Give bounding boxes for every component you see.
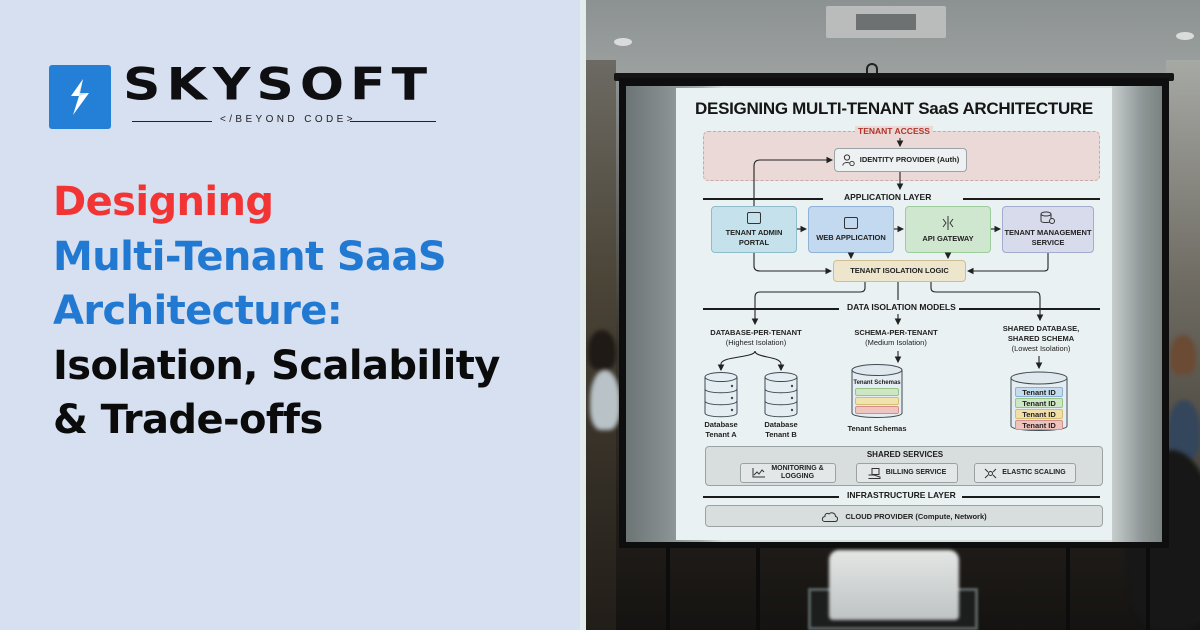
gateway-arrows-icon (942, 215, 954, 230)
tenant-id-row: Tenant ID (1015, 409, 1063, 419)
logo-tagline: </BEYOND CODE> (220, 114, 356, 125)
cloud-icon (822, 511, 839, 522)
db-per-tenant-heading: DATABASE-PER-TENANT (Highest Isolation) (710, 328, 802, 347)
browser-globe-icon (844, 216, 858, 229)
schema-band (855, 406, 899, 414)
application-layer-label: APPLICATION LAYER (844, 192, 932, 202)
database-tenant-b: Database Tenant B (764, 372, 798, 439)
headline-line-4: Isolation, Scalability (53, 342, 500, 389)
data-layer-rule (703, 308, 839, 310)
billing-service-box: BILLING SERVICE (856, 463, 958, 483)
shared-services-box: SHARED SERVICES MONITORING &LOGGING BILL… (705, 446, 1103, 486)
app-layer-rule (703, 198, 823, 200)
skysoft-logo: SKYSOFT </BEYOND CODE> (49, 59, 439, 130)
audience-person (590, 370, 620, 430)
audience-person (1170, 335, 1196, 375)
infra-layer-rule (703, 496, 839, 498)
shared-services-label: SHARED SERVICES (866, 450, 944, 459)
database-tenant-a: Database Tenant A (704, 372, 738, 439)
panel-divider (580, 0, 586, 630)
screen-top-bar (614, 73, 1174, 81)
headline: Designing Multi-Tenant SaaS Architecture… (53, 175, 500, 448)
schema-band (855, 388, 899, 396)
headline-line-1: Designing (53, 179, 274, 225)
schema-band (855, 397, 899, 405)
web-application-box: WEB APPLICATION (808, 206, 894, 253)
app-layer-rule (963, 198, 1100, 200)
slide-title: DESIGNING MULTI-TENANT SaaS ARCHITECTURE (695, 99, 1093, 118)
tenant-access-label: TENANT ACCESS (676, 126, 1112, 136)
infra-layer-rule (962, 496, 1100, 498)
headline-line-5: & Trade-offs (53, 397, 323, 443)
expand-arrows-icon (984, 468, 997, 478)
ceiling-ac-unit (826, 6, 946, 38)
headline-line-3: Architecture: (53, 288, 343, 334)
headline-line-2: Multi-Tenant SaaS (53, 233, 447, 280)
chart-line-icon (752, 468, 766, 478)
ceiling (586, 0, 1200, 80)
projector-screen-edge (1112, 86, 1162, 542)
brand-panel: SKYSOFT </BEYOND CODE> Designing Multi-T… (0, 0, 580, 630)
architecture-slide: DESIGNING MULTI-TENANT SaaS ARCHITECTURE… (676, 88, 1112, 540)
ceiling-light (1176, 32, 1194, 40)
tenant-isolation-logic-box: TENANT ISOLATION LOGIC (833, 260, 966, 282)
schema-database: Tenant Schemas Tenant Schemas (847, 364, 907, 433)
tagline-rule-left (132, 121, 212, 122)
lightning-bolt-icon (71, 79, 89, 115)
screen-legs (646, 548, 1166, 630)
tenant-id-row: Tenant ID (1015, 398, 1063, 408)
logo-mark (49, 65, 111, 129)
data-isolation-label: DATA ISOLATION MODELS (847, 302, 956, 312)
logo-tagline-row: </BEYOND CODE> (132, 114, 437, 128)
tenant-id-row: Tenant ID (1015, 420, 1063, 430)
database-stack-icon (704, 372, 738, 418)
billing-hand-icon (868, 467, 881, 479)
data-layer-rule (959, 308, 1100, 310)
logo-wordmark: SKYSOFT (123, 59, 434, 111)
conference-photo: DESIGNING MULTI-TENANT SaaS ARCHITECTURE… (586, 0, 1200, 630)
identity-provider-box: IDENTITY PROVIDER (Auth) (834, 148, 967, 172)
shared-schema-heading: SHARED DATABASE, SHARED SCHEMA (Lowest I… (1002, 324, 1080, 353)
tenant-id-row: Tenant ID (1015, 387, 1063, 397)
shared-database: Tenant ID Tenant ID Tenant ID Tenant ID (1010, 371, 1068, 438)
audience-person (588, 330, 616, 370)
monitoring-logging-box: MONITORING &LOGGING (740, 463, 836, 483)
ceiling-light (614, 38, 632, 46)
api-gateway-box: API GATEWAY (905, 206, 991, 253)
projector (829, 550, 959, 620)
tenant-management-service-box: TENANT MANAGEMENT SERVICE (1002, 206, 1094, 253)
tenant-schemas-caption: Tenant Schemas (847, 424, 907, 433)
elastic-scaling-box: ELASTIC SCALING (974, 463, 1076, 483)
schema-per-tenant-heading: SCHEMA-PER-TENANT (Medium Isolation) (854, 328, 938, 347)
cloud-provider-box: CLOUD PROVIDER (Compute, Network) (705, 505, 1103, 527)
database-stack-icon (764, 372, 798, 418)
user-shield-icon (842, 154, 855, 166)
screen-hook (866, 63, 878, 75)
browser-cursor-icon (747, 211, 761, 224)
database-gear-icon (1040, 211, 1055, 224)
tenant-admin-portal-box: TENANT ADMIN PORTAL (711, 206, 797, 253)
diagram-connectors (717, 138, 1049, 372)
infrastructure-layer-label: INFRASTRUCTURE LAYER (847, 490, 956, 500)
tagline-rule-right (350, 121, 436, 122)
